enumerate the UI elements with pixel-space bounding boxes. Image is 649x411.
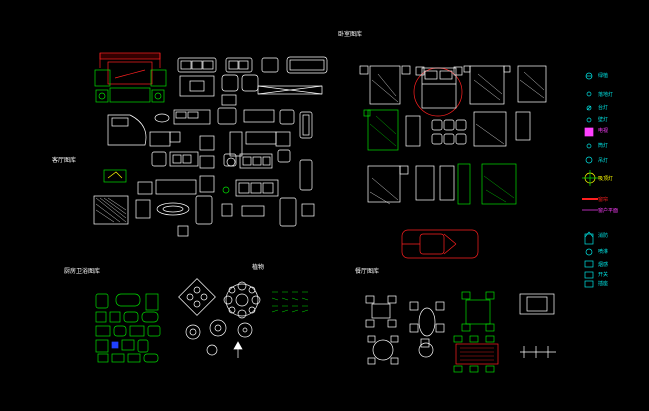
plants-section-label: 植物 bbox=[252, 264, 265, 271]
legend-label: 台灯 bbox=[598, 105, 609, 111]
legend-label: 烟感 bbox=[598, 262, 609, 268]
legend-label: 落地灯 bbox=[598, 92, 614, 98]
legend-label: 筒灯 bbox=[598, 143, 609, 149]
bath-kitchen-section-label: 厨房卫浴图库 bbox=[64, 268, 101, 275]
legend-label: 吊灯 bbox=[598, 158, 609, 164]
legend-label: 绿植 bbox=[598, 73, 609, 79]
car-block bbox=[401, 229, 479, 259]
legend-label: 消防 bbox=[598, 233, 609, 239]
living-section-label: 客厅图库 bbox=[52, 157, 77, 164]
socket-icon bbox=[584, 280, 594, 288]
legend-label: 开关 bbox=[598, 272, 609, 278]
living-room-furniture-group bbox=[93, 52, 328, 237]
sprinkler-icon bbox=[585, 248, 593, 256]
bedroom-section-label: 卧室图库 bbox=[338, 31, 363, 38]
lamp-icon bbox=[586, 143, 592, 149]
dining-section-label: 餐厅图库 bbox=[355, 268, 380, 275]
tv-icon bbox=[584, 127, 594, 137]
legend-label: 插座 bbox=[598, 281, 609, 287]
lamp-icon bbox=[586, 117, 592, 123]
plant-icon bbox=[585, 72, 593, 80]
legend-icons bbox=[582, 72, 598, 288]
legend-label: 窗帘 bbox=[598, 197, 609, 203]
legend-label: 电视 bbox=[598, 128, 609, 134]
legend-label: 壁灯 bbox=[598, 117, 609, 123]
smoke-icon bbox=[584, 260, 594, 268]
plants-group bbox=[178, 278, 309, 358]
plant-icon bbox=[585, 156, 593, 164]
legend-label: 吸顶灯 bbox=[598, 176, 614, 182]
legend-label: 窗户平面 bbox=[598, 208, 619, 214]
bedroom-furniture-group bbox=[359, 65, 547, 259]
legend-label: 喷淋 bbox=[598, 249, 609, 255]
kitchen-bath-group bbox=[95, 293, 161, 363]
lamp-icon bbox=[586, 105, 592, 111]
chandelier-icon bbox=[582, 170, 598, 186]
lamp-icon bbox=[586, 91, 592, 97]
fire-icon bbox=[584, 231, 594, 245]
switch-icon bbox=[584, 271, 594, 279]
tv-cabinet-block bbox=[94, 52, 167, 103]
dining-group bbox=[365, 291, 556, 373]
